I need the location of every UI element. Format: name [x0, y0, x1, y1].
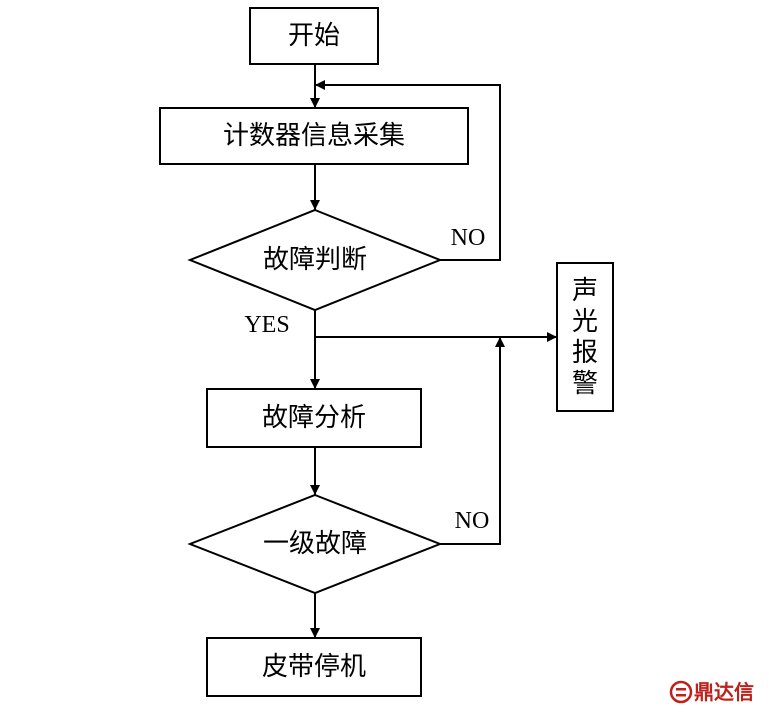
collect-box [159, 107, 469, 165]
yes-label: YES [244, 312, 289, 338]
alarm-label-3: 报 [572, 338, 598, 368]
stop-label: 皮带停机 [262, 652, 366, 682]
analysis-label: 故障分析 [262, 403, 366, 433]
alarm-label-4: 警 [572, 369, 598, 399]
no-label-bottom: NO [455, 508, 490, 534]
alarm-label-1: 声 [572, 276, 598, 306]
analysis-box [206, 388, 422, 448]
level-one-label: 一级故障 [263, 529, 367, 559]
stop-box [206, 637, 422, 697]
collect-label: 计数器信息采集 [223, 121, 405, 151]
start-label: 开始 [288, 21, 340, 51]
alarm-label-2: 光 [572, 307, 598, 337]
watermark-logo: 鼎达信 [669, 680, 754, 704]
loop-no-bottom [440, 337, 505, 545]
loop-no-top [315, 80, 501, 261]
alarm-box [556, 262, 614, 412]
start-box [249, 7, 379, 65]
no-label-top: NO [451, 225, 486, 251]
watermark-text: 鼎达信 [694, 680, 754, 704]
watermark-logo-icon [669, 680, 693, 704]
fault-check-label: 故障判断 [263, 245, 367, 275]
